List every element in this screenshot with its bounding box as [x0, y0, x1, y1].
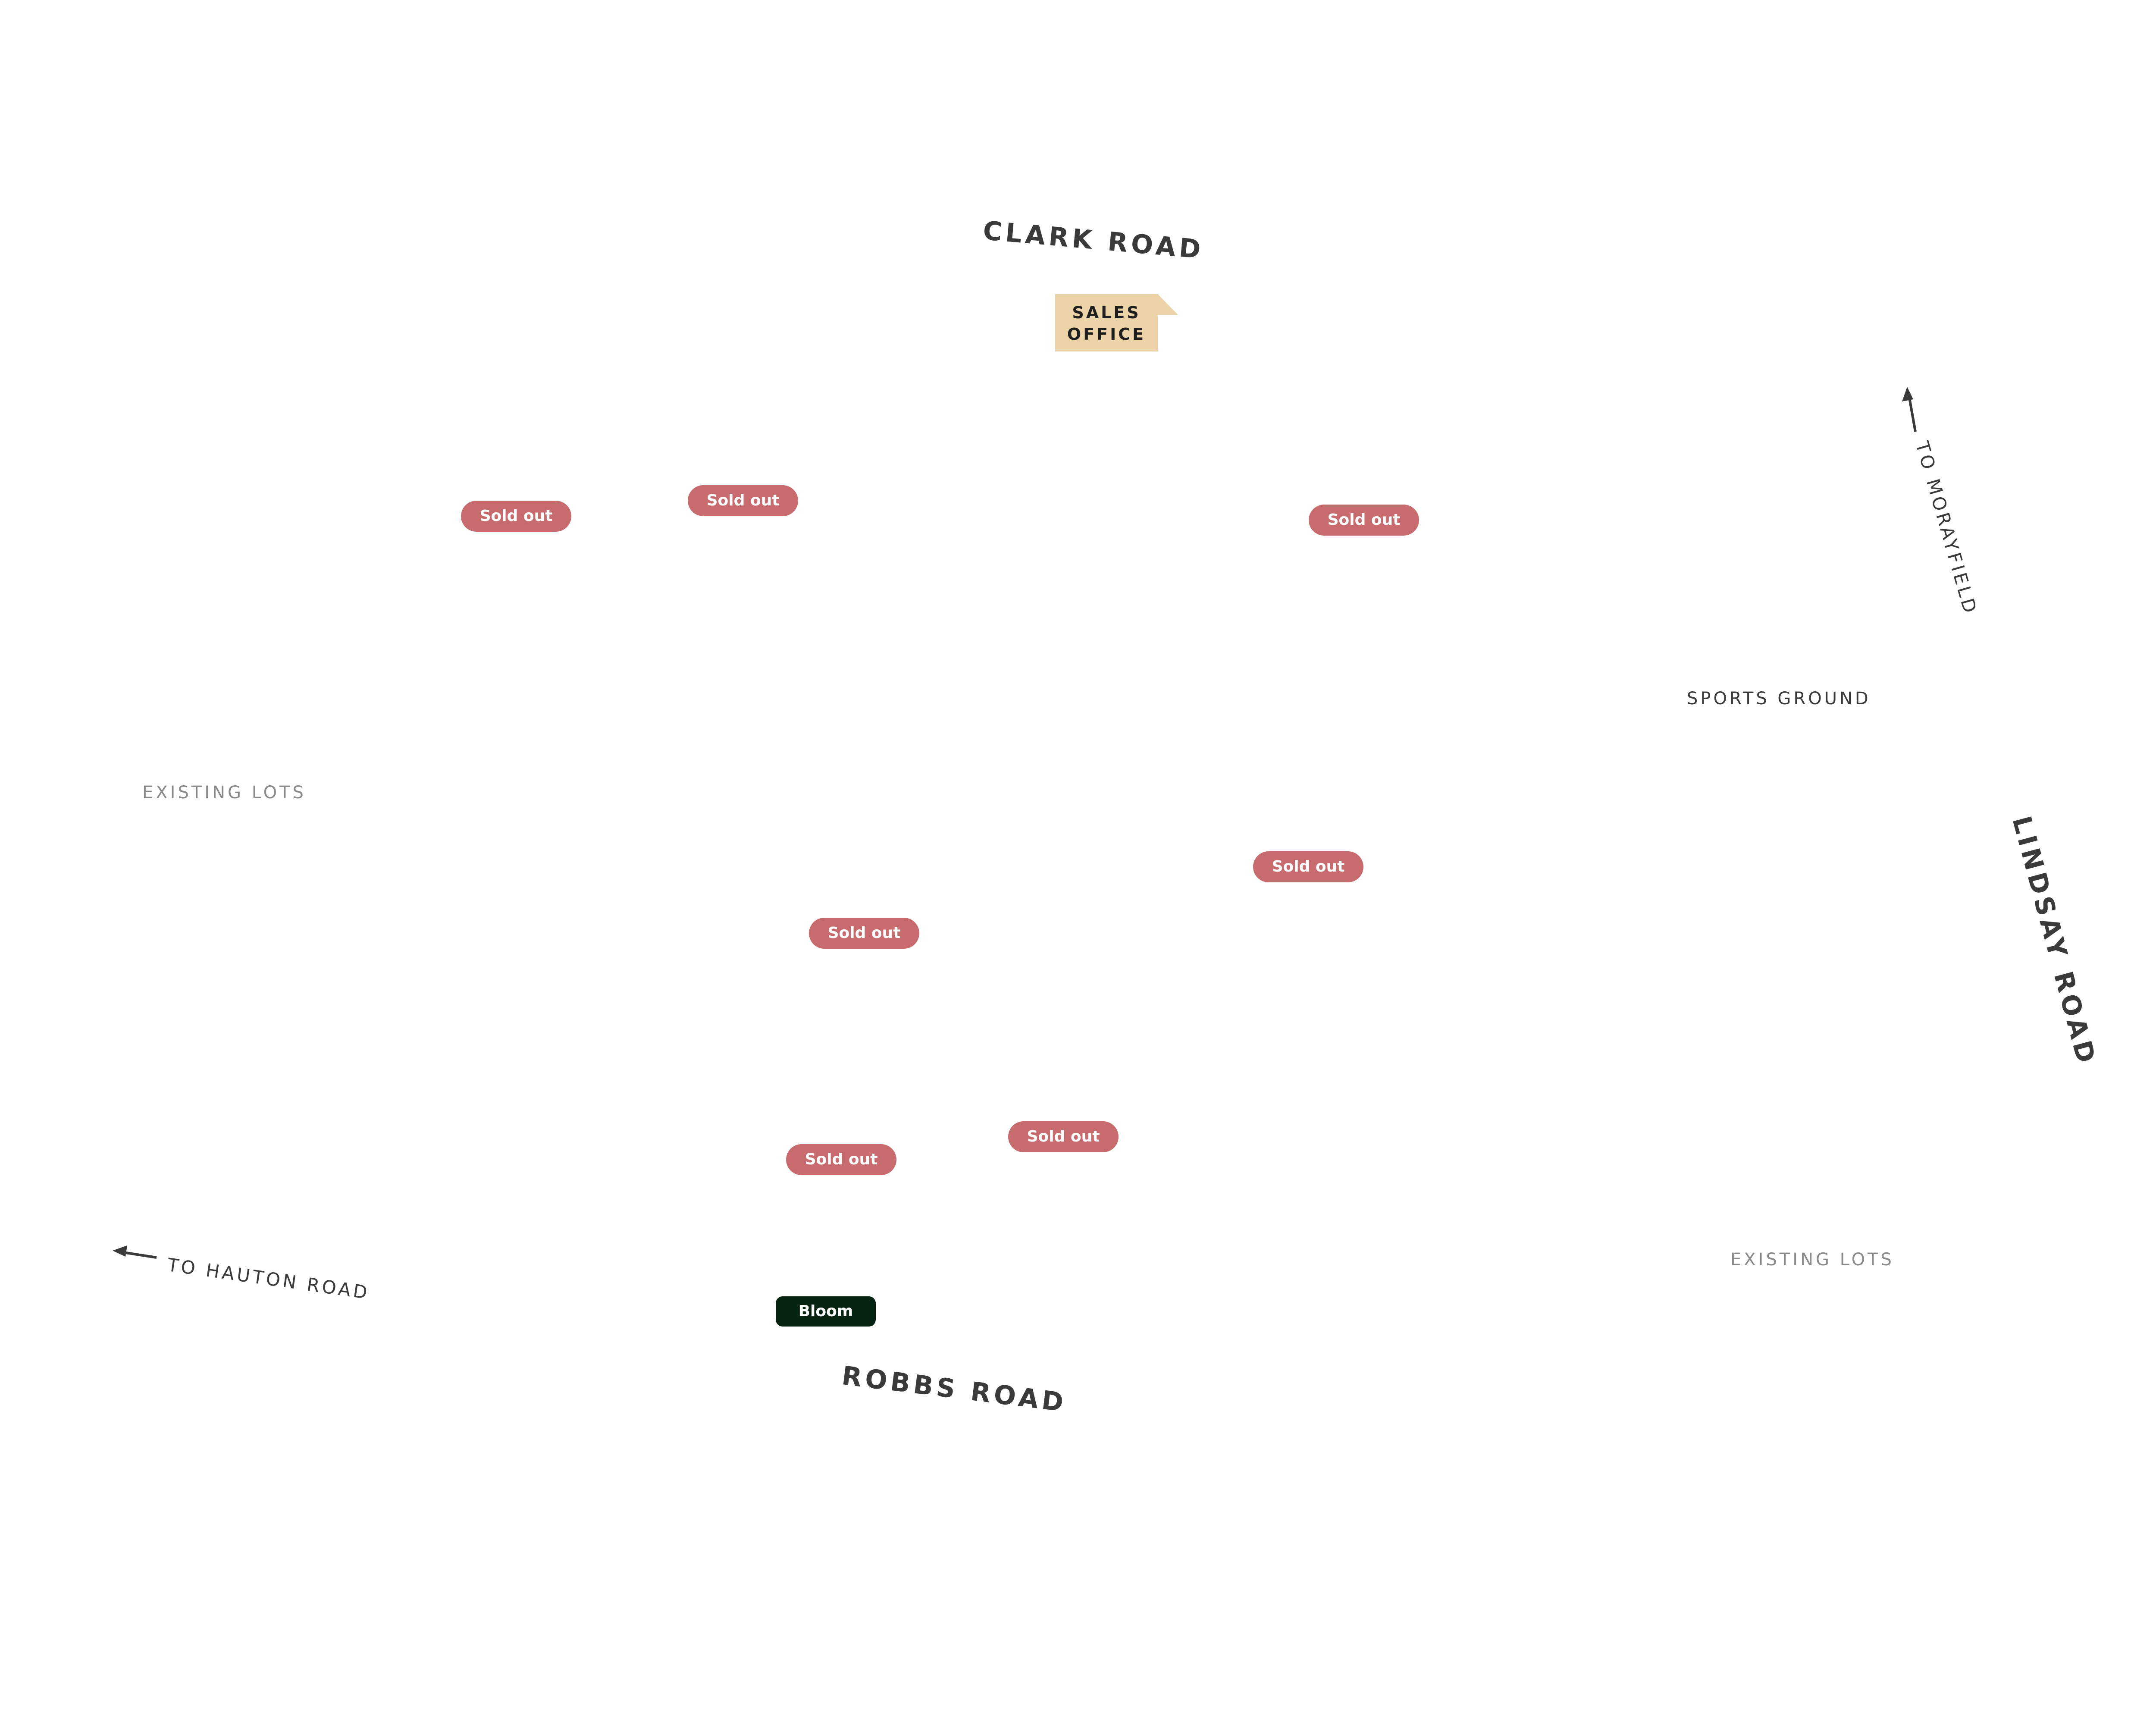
- sales-office-line2: OFFICE: [1067, 325, 1146, 344]
- clark-road-label: CLARK ROAD: [981, 216, 1206, 265]
- flag-icon: [1055, 294, 1178, 351]
- sold-out-badge[interactable]: Sold out: [809, 918, 919, 949]
- sold-out-badge[interactable]: Sold out: [786, 1144, 896, 1175]
- lindsay-road-label: LINDSAY ROAD: [2006, 813, 2102, 1070]
- sales-office-line1: SALES: [1072, 303, 1141, 322]
- sports-ground-label: SPORTS GROUND: [1687, 689, 1871, 709]
- sold-out-badge[interactable]: Sold out: [1309, 505, 1419, 536]
- sold-out-badge[interactable]: Sold out: [1253, 851, 1363, 882]
- to-hauton-road-label: TO HAUTON ROAD: [166, 1254, 371, 1304]
- bloom-release-badge[interactable]: Bloom: [776, 1296, 876, 1327]
- sold-out-badge[interactable]: Sold out: [688, 485, 798, 516]
- robbs-road-label: ROBBS ROAD: [840, 1361, 1069, 1418]
- sold-out-badge[interactable]: Sold out: [461, 501, 571, 532]
- to-morayfield-label: TO MORAYFIELD: [1911, 439, 1981, 618]
- existing-lots-west-label: EXISTING LOTS: [142, 783, 306, 803]
- sold-out-badge[interactable]: Sold out: [1008, 1121, 1119, 1152]
- arrow-up-icon: [1902, 387, 1917, 432]
- sales-office-label: SALES OFFICE: [1055, 302, 1158, 345]
- existing-lots-east-label: EXISTING LOTS: [1730, 1250, 1894, 1270]
- sales-office-marker[interactable]: SALES OFFICE: [1055, 294, 1178, 351]
- arrow-left-icon: [113, 1245, 157, 1259]
